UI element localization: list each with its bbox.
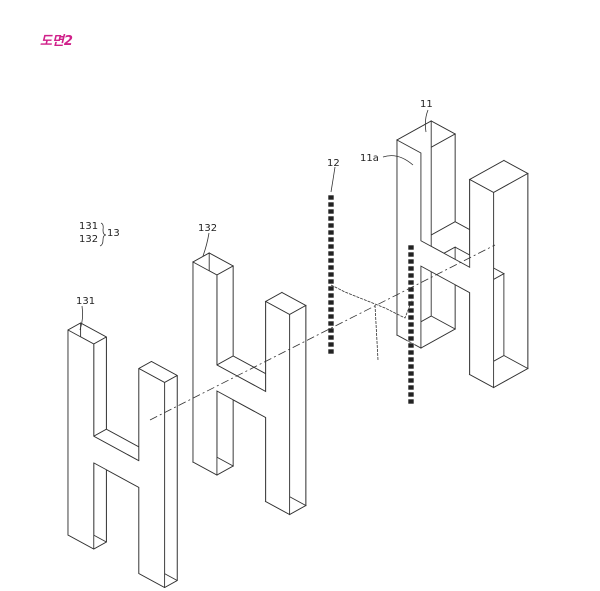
leader-lines	[80, 110, 428, 330]
led-chip	[328, 342, 334, 347]
led-chip	[408, 294, 414, 299]
led-chip	[408, 273, 414, 278]
led-chip	[408, 259, 414, 264]
led-chip	[328, 335, 334, 340]
led-chip	[328, 300, 334, 305]
legend-131: 131	[79, 221, 98, 232]
led-chip	[408, 280, 414, 285]
led-chip	[328, 216, 334, 221]
led-chip	[328, 293, 334, 298]
led-chip	[408, 399, 414, 404]
led-chip	[328, 202, 334, 207]
led-chip	[328, 349, 334, 354]
legend-132: 132	[79, 234, 98, 245]
led-chip	[408, 378, 414, 383]
led-chip	[328, 328, 334, 333]
letter-body-11	[397, 121, 528, 388]
led-chip	[408, 315, 414, 320]
letter-part-132	[193, 253, 306, 515]
led-chip	[328, 272, 334, 277]
led-chip	[328, 314, 334, 319]
led-chip	[328, 209, 334, 214]
led-chip	[328, 237, 334, 242]
led-chip	[408, 364, 414, 369]
led-chip	[408, 371, 414, 376]
label-11a: 11a	[360, 153, 379, 164]
led-chip	[408, 385, 414, 390]
legend-13: 13	[107, 228, 120, 239]
led-chip	[408, 336, 414, 341]
led-chip	[408, 357, 414, 362]
led-chip	[328, 223, 334, 228]
led-chip	[408, 329, 414, 334]
led-chip	[328, 307, 334, 312]
led-chip	[408, 252, 414, 257]
led-chip	[408, 343, 414, 348]
led-chip	[408, 245, 414, 250]
led-chip	[328, 244, 334, 249]
led-chip	[328, 286, 334, 291]
led-chip	[328, 258, 334, 263]
label-12: 12	[327, 158, 340, 169]
led-chip	[328, 195, 334, 200]
led-chip	[408, 308, 414, 313]
label-131: 131	[76, 296, 95, 307]
label-132: 132	[198, 223, 217, 234]
led-chip	[328, 251, 334, 256]
led-chip	[328, 279, 334, 284]
led-chip	[328, 321, 334, 326]
label-11: 11	[420, 99, 433, 110]
led-chip	[408, 322, 414, 327]
letter-part-131	[68, 323, 177, 588]
led-chip	[408, 350, 414, 355]
led-chip	[328, 230, 334, 235]
led-chip	[408, 266, 414, 271]
led-chip	[328, 265, 334, 270]
led-chip	[408, 392, 414, 397]
